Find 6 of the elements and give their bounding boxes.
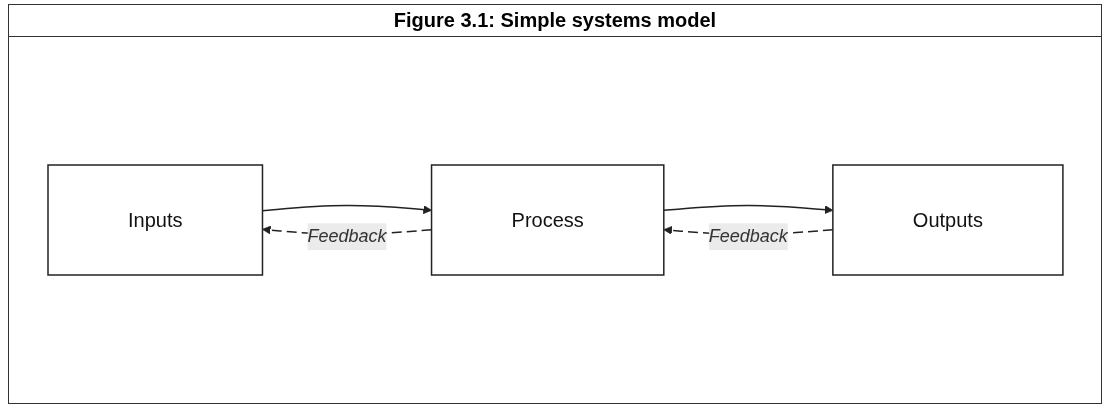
edge-label: Feedback [708, 226, 788, 247]
node-box: Inputs [46, 164, 263, 276]
node-box: Outputs [831, 164, 1064, 276]
node-box: Process [430, 164, 665, 276]
edge-label: Feedback [307, 226, 387, 247]
diagram-title: Figure 3.1: Simple systems model [9, 5, 1101, 37]
